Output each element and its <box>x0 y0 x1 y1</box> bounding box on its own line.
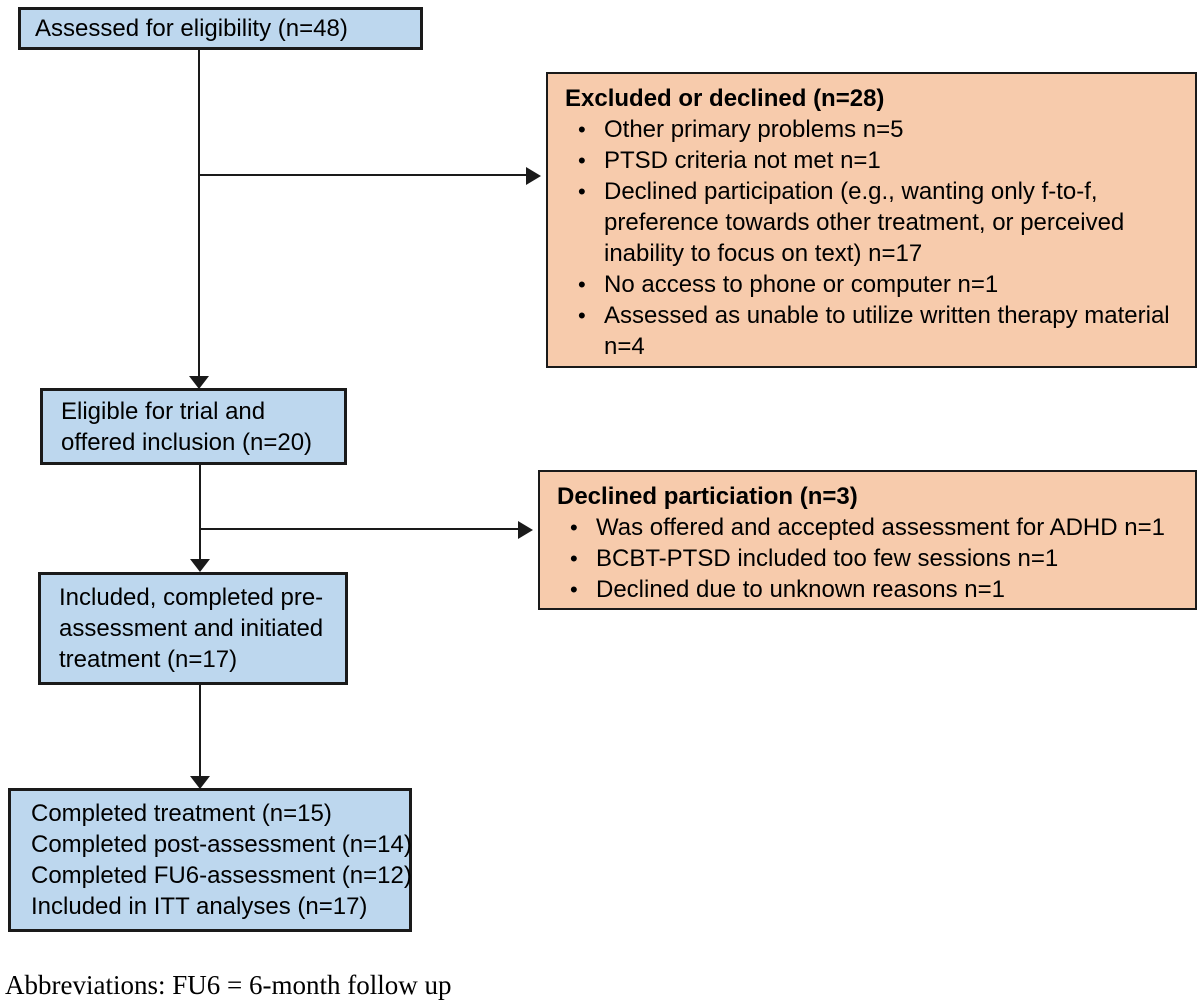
excluded-declined-title: Excluded or declined (n=28) <box>565 85 885 112</box>
arrowhead-into-completed-icon <box>190 776 210 789</box>
excluded-declined-box: Excluded or declined (n=28) • Other prim… <box>546 72 1197 368</box>
declined-bullet-item: • Was offered and accepted assessment fo… <box>554 512 1181 543</box>
arrowhead-into-eligible-icon <box>189 376 209 389</box>
assessed-eligibility-label: Assessed for eligibility (n=48) <box>35 15 348 42</box>
arrowhead-into-included-icon <box>190 559 210 572</box>
excluded-bullet-text: Other primary problems n=5 <box>604 116 904 143</box>
bullet-icon: • <box>578 272 586 297</box>
eligible-trial-box: Eligible for trial and offered inclusion… <box>40 388 347 465</box>
declined-bullet-text: Was offered and accepted assessment for … <box>596 514 1165 541</box>
bullet-icon: • <box>578 303 586 328</box>
declined-bullet-item: • BCBT-PTSD included too few sessions n=… <box>554 543 1181 574</box>
declined-participation-title: Declined particiation (n=3) <box>557 483 858 510</box>
connector-line-assessed-to-eligible <box>198 50 200 378</box>
eligible-trial-label: Eligible for trial and offered inclusion… <box>61 397 313 456</box>
excluded-bullet-text: No access to phone or computer n=1 <box>604 271 999 298</box>
declined-bullet-item: • Declined due to unknown reasons n=1 <box>554 574 1181 605</box>
bullet-icon: • <box>570 577 578 602</box>
excluded-bullet-text: Declined participation (e.g., wanting on… <box>604 178 1125 267</box>
excluded-bullet-item: • Other primary problems n=5 <box>562 114 1181 145</box>
included-pre-assessment-label: Included, completed pre-assessment and i… <box>59 584 324 673</box>
bullet-icon: • <box>578 179 586 204</box>
excluded-bullet-item: • PTSD criteria not met n=1 <box>562 145 1181 176</box>
completed-summary-line: Completed FU6-assessment (n=12) <box>31 862 412 889</box>
excluded-bullet-item: • Declined participation (e.g., wanting … <box>562 176 1181 269</box>
excluded-bullet-text: PTSD criteria not met n=1 <box>604 147 881 174</box>
bullet-icon: • <box>578 117 586 142</box>
declined-bullet-text: BCBT-PTSD included too few sessions n=1 <box>596 545 1059 572</box>
connector-line-eligible-to-included <box>199 465 201 560</box>
declined-participation-box: Declined particiation (n=3) • Was offere… <box>538 470 1197 610</box>
connector-line-to-excluded <box>199 174 526 176</box>
bullet-icon: • <box>570 515 578 540</box>
completed-summary-box: Completed treatment (n=15) Completed pos… <box>8 788 412 932</box>
completed-summary-line: Completed treatment (n=15) <box>31 800 332 827</box>
bullet-icon: • <box>578 148 586 173</box>
completed-summary-line: Included in ITT analyses (n=17) <box>31 893 368 920</box>
excluded-bullet-item: • Assessed as unable to utilize written … <box>562 300 1181 362</box>
bullet-icon: • <box>570 546 578 571</box>
excluded-bullet-item: • No access to phone or computer n=1 <box>562 269 1181 300</box>
connector-line-to-declined <box>200 528 518 530</box>
assessed-eligibility-box: Assessed for eligibility (n=48) <box>18 7 423 50</box>
abbreviations-footnote: Abbreviations: FU6 = 6-month follow up <box>5 970 452 1000</box>
arrowhead-into-excluded-icon <box>526 167 541 185</box>
included-pre-assessment-box: Included, completed pre-assessment and i… <box>38 572 348 685</box>
declined-bullet-text: Declined due to unknown reasons n=1 <box>596 576 1005 603</box>
connector-line-included-to-completed <box>199 685 201 777</box>
excluded-bullet-text: Assessed as unable to utilize written th… <box>604 302 1170 360</box>
arrowhead-into-declined-icon <box>518 521 533 539</box>
completed-summary-line: Completed post-assessment (n=14) <box>31 831 412 858</box>
